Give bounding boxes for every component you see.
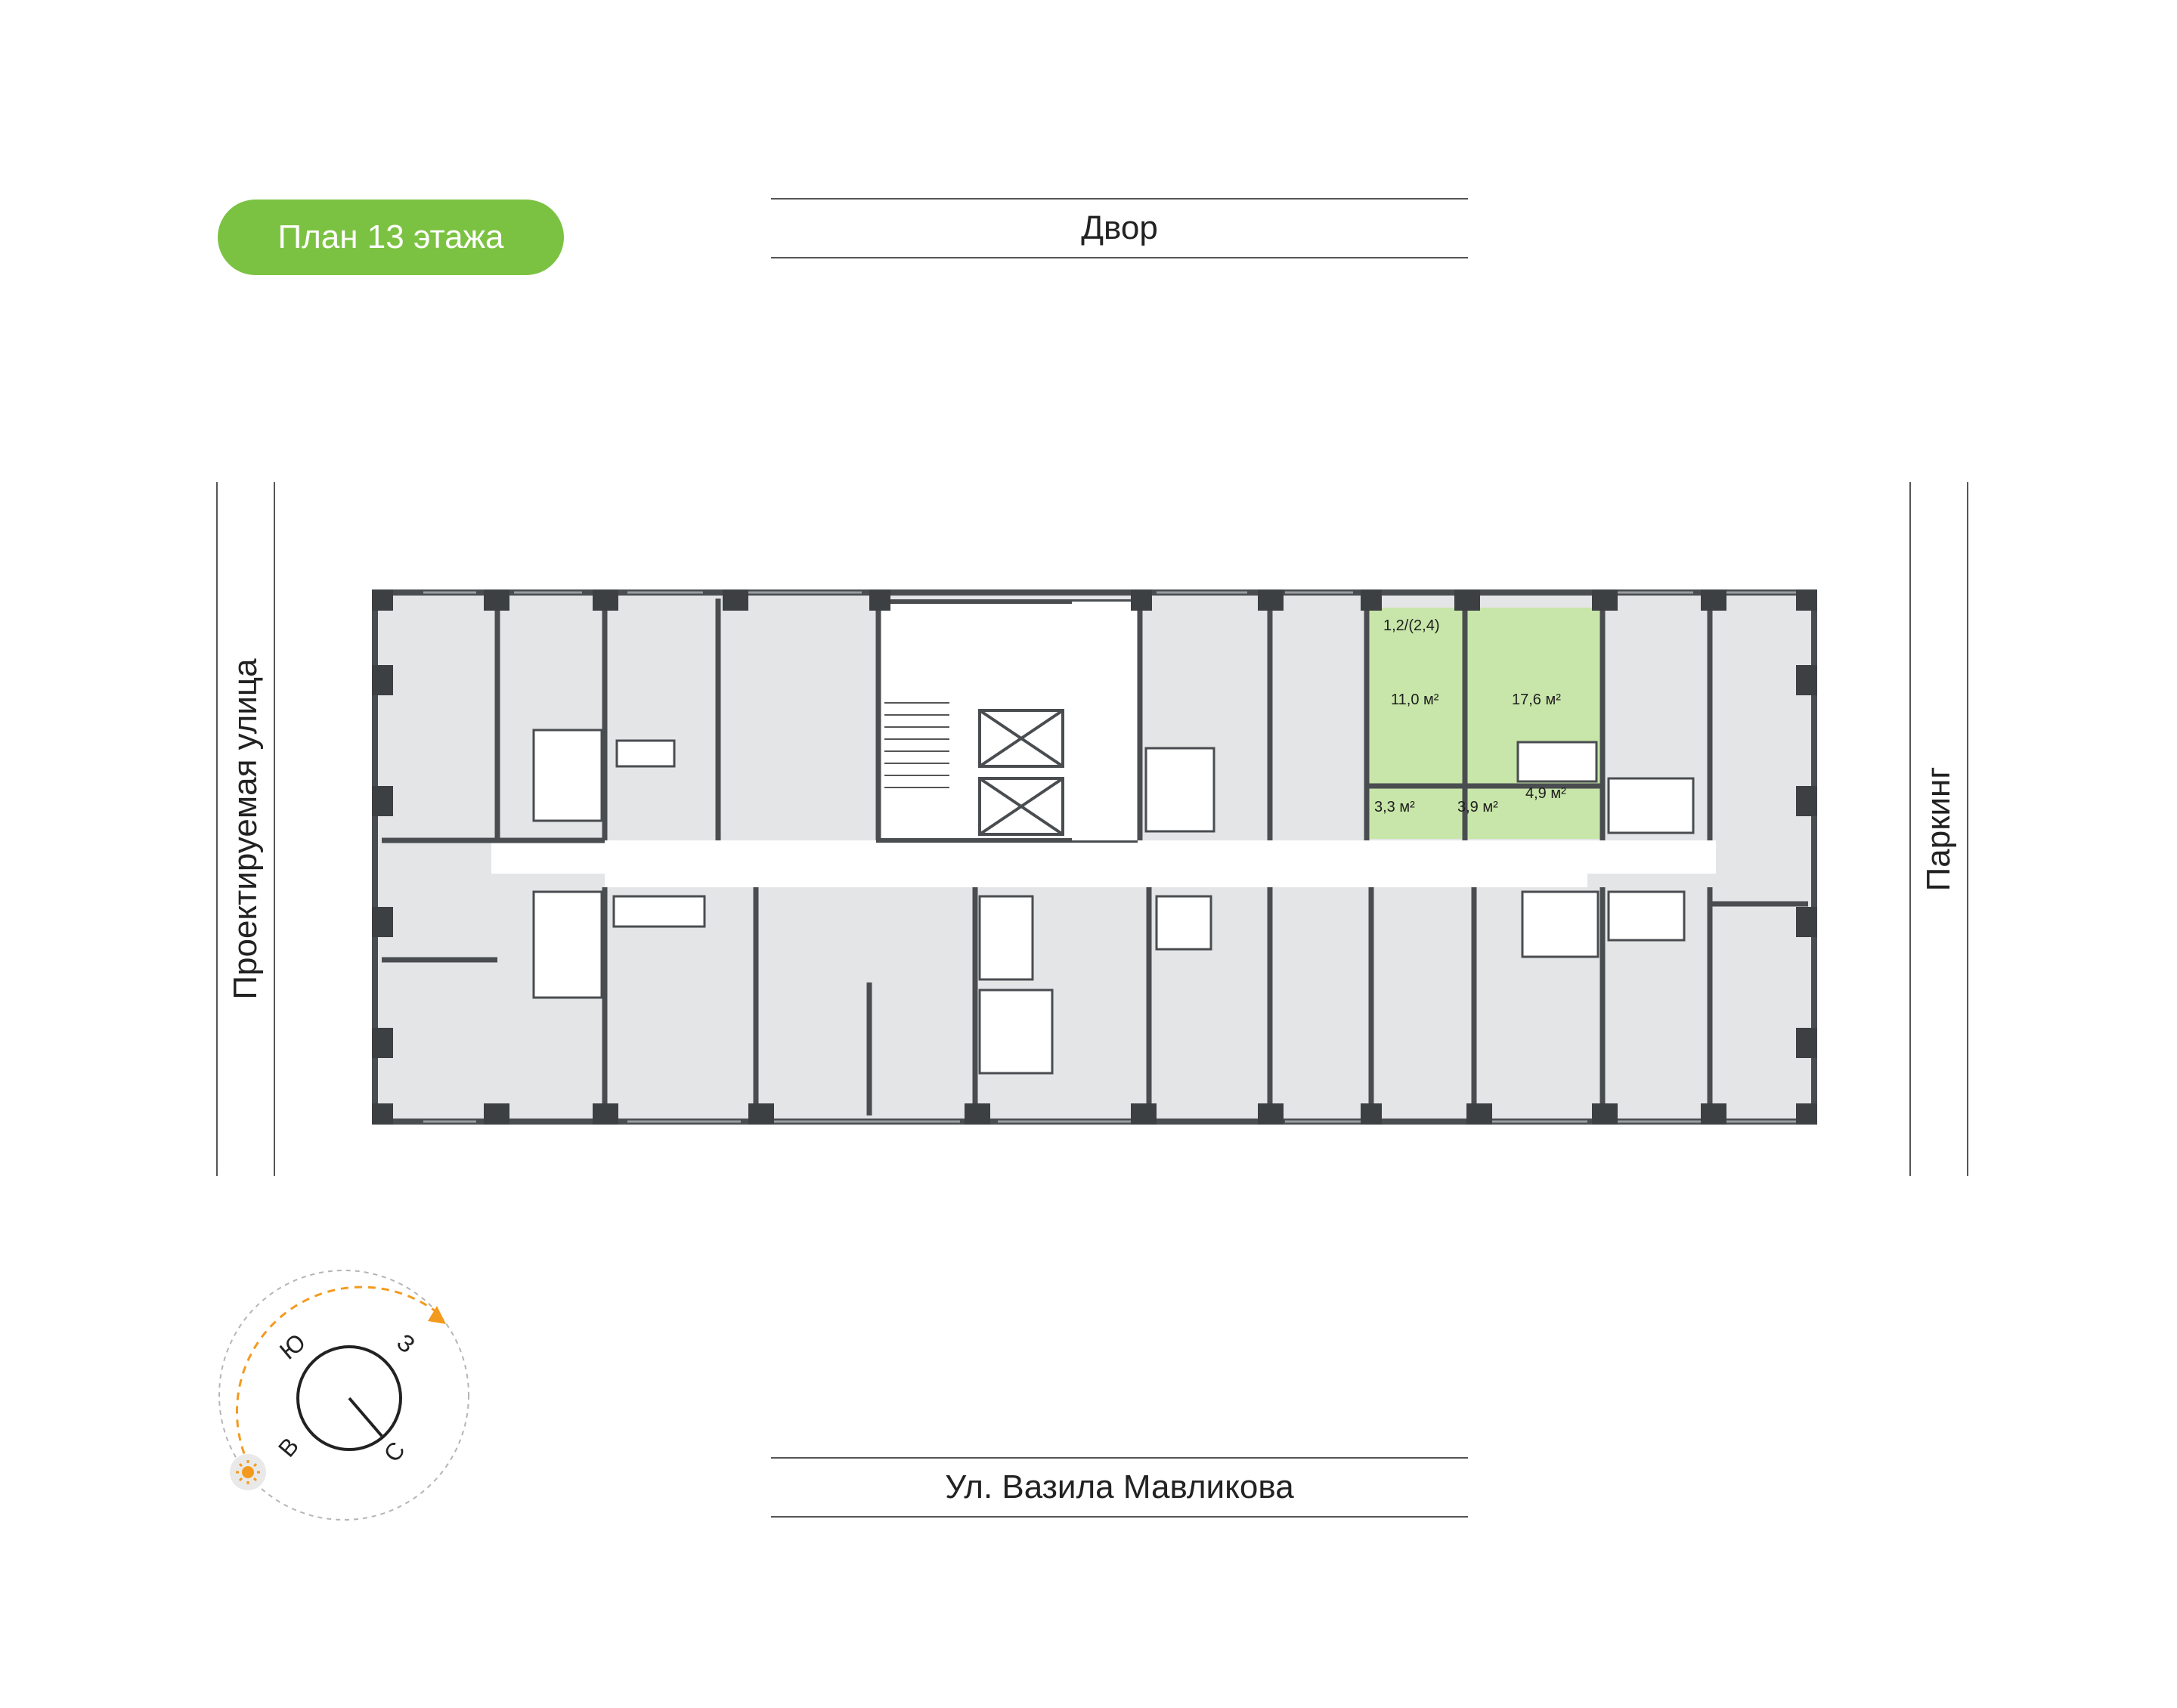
area-corridor: 3,9 м² [1457, 799, 1498, 815]
compass-label-south: Ю [274, 1328, 311, 1364]
arrow-head-icon [428, 1306, 446, 1324]
area-bedroom: 11,0 м² [1391, 692, 1439, 708]
partition-walls [382, 599, 1808, 1115]
compass-needle [348, 1397, 383, 1437]
street-right: Паркинг [1909, 482, 1968, 1176]
compass-label-east: В [273, 1432, 304, 1462]
apartment-area-labels: 1,2/(2,4) 11,0 м² 17,6 м² 3,3 м² 3,9 м² … [1374, 617, 1566, 815]
floor-badge-label: План 13 этажа [277, 218, 504, 255]
apartment-highlight [1367, 608, 1603, 839]
area-balcony: 1,2/(2,4) [1383, 617, 1439, 634]
corridor [605, 840, 1587, 887]
street-left: Проектируемая улица [216, 482, 275, 1176]
street-bottom: Ул. Вазила Мавликова [771, 1457, 1468, 1518]
elevator-lobby [1072, 602, 1140, 840]
elevator-cabins [978, 709, 1064, 836]
compass-label-north: С [378, 1437, 410, 1468]
area-bath: 4,9 м² [1525, 785, 1566, 802]
area-hall: 3,3 м² [1374, 799, 1415, 815]
columns [372, 589, 1817, 1125]
corridor-east [1587, 840, 1716, 874]
sun-icon [230, 1454, 266, 1490]
street-top: Двор [771, 198, 1468, 258]
windows [423, 591, 1799, 1123]
bathroom-blocks [532, 729, 1695, 1075]
street-top-label: Двор [1081, 209, 1158, 246]
stair-steps [884, 702, 949, 788]
area-living: 17,6 м² [1512, 692, 1561, 708]
street-bottom-label: Ул. Вазила Мавликова [945, 1468, 1294, 1505]
floor-badge: План 13 этажа [218, 200, 564, 275]
compass-label-west: З [392, 1329, 420, 1359]
sun-path-arc [235, 1286, 443, 1467]
corridor-west [491, 840, 605, 874]
orbit-ring [218, 1270, 469, 1521]
building [372, 589, 1817, 1125]
